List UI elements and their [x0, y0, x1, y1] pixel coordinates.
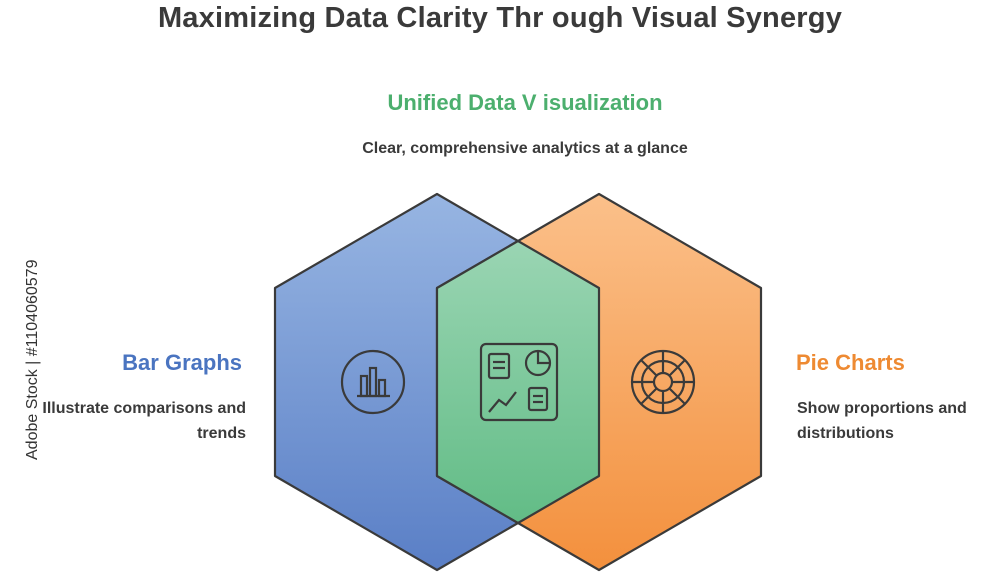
pie-charts-description-line-2: distributions	[797, 425, 894, 442]
bar-graphs-heading: Bar Graphs	[122, 350, 242, 375]
dashboard-icon	[479, 342, 559, 422]
bar-graphs-description: Illustrate comparisons and trends	[42, 400, 246, 442]
unified-data-visualization-heading: Unified Data V isualization	[387, 90, 663, 115]
pie-charts-description-line-1: Show proportions and	[797, 400, 967, 417]
bar-chart-icon	[340, 349, 406, 415]
unified-data-visualization-description: Clear, comprehensive analytics at a glan…	[362, 140, 688, 157]
pie-chart-icon	[630, 349, 696, 415]
page-title: Maximizing Data Clarity Thr ough Visual …	[157, 2, 843, 34]
unified-data-visualization-overlap	[435, 239, 601, 525]
pie-charts-heading: Pie Charts	[796, 350, 905, 375]
stock-watermark: Adobe Stock | #1104060579	[24, 259, 41, 460]
pie-charts-description: Show proportions and distributions	[797, 396, 1000, 446]
